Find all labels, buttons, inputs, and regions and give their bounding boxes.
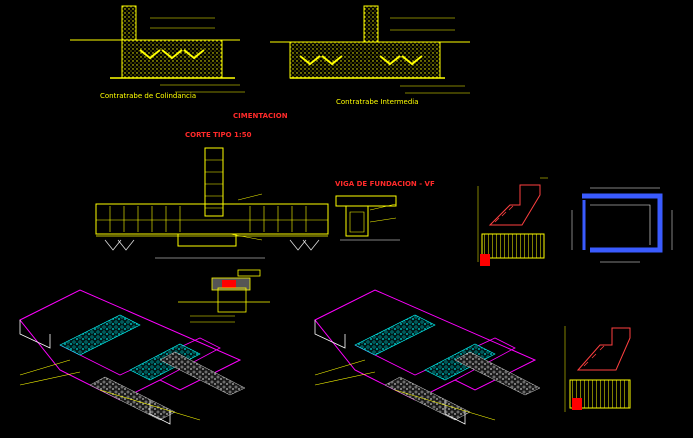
small-section-detail	[178, 269, 270, 323]
contratrabe-colindancia-detail: Contratrabe de Colindancia	[70, 5, 245, 100]
stair-detail-top	[477, 177, 548, 266]
title-contratrabe-intermedia: Contratrabe Intermedia	[336, 98, 419, 106]
isometric-foundation-right	[314, 289, 541, 425]
blue-frame-detail	[571, 187, 673, 263]
foundation-section-detail	[95, 147, 329, 259]
viga-fundacion-heading: VIGA DE FUNDACION - VF	[335, 180, 435, 188]
stair-detail-bottom	[564, 326, 631, 412]
isometric-foundation-left	[19, 289, 246, 425]
title-contratrabe-colindancia: Contratrabe de Colindancia	[100, 92, 196, 100]
viga-fundacion-detail	[335, 195, 400, 241]
section-heading: CIMENTACION	[233, 112, 288, 120]
detail-corte-heading: CORTE TIPO 1:50	[185, 131, 252, 139]
contratrabe-intermedia-detail: Contratrabe Intermedia	[270, 5, 470, 106]
